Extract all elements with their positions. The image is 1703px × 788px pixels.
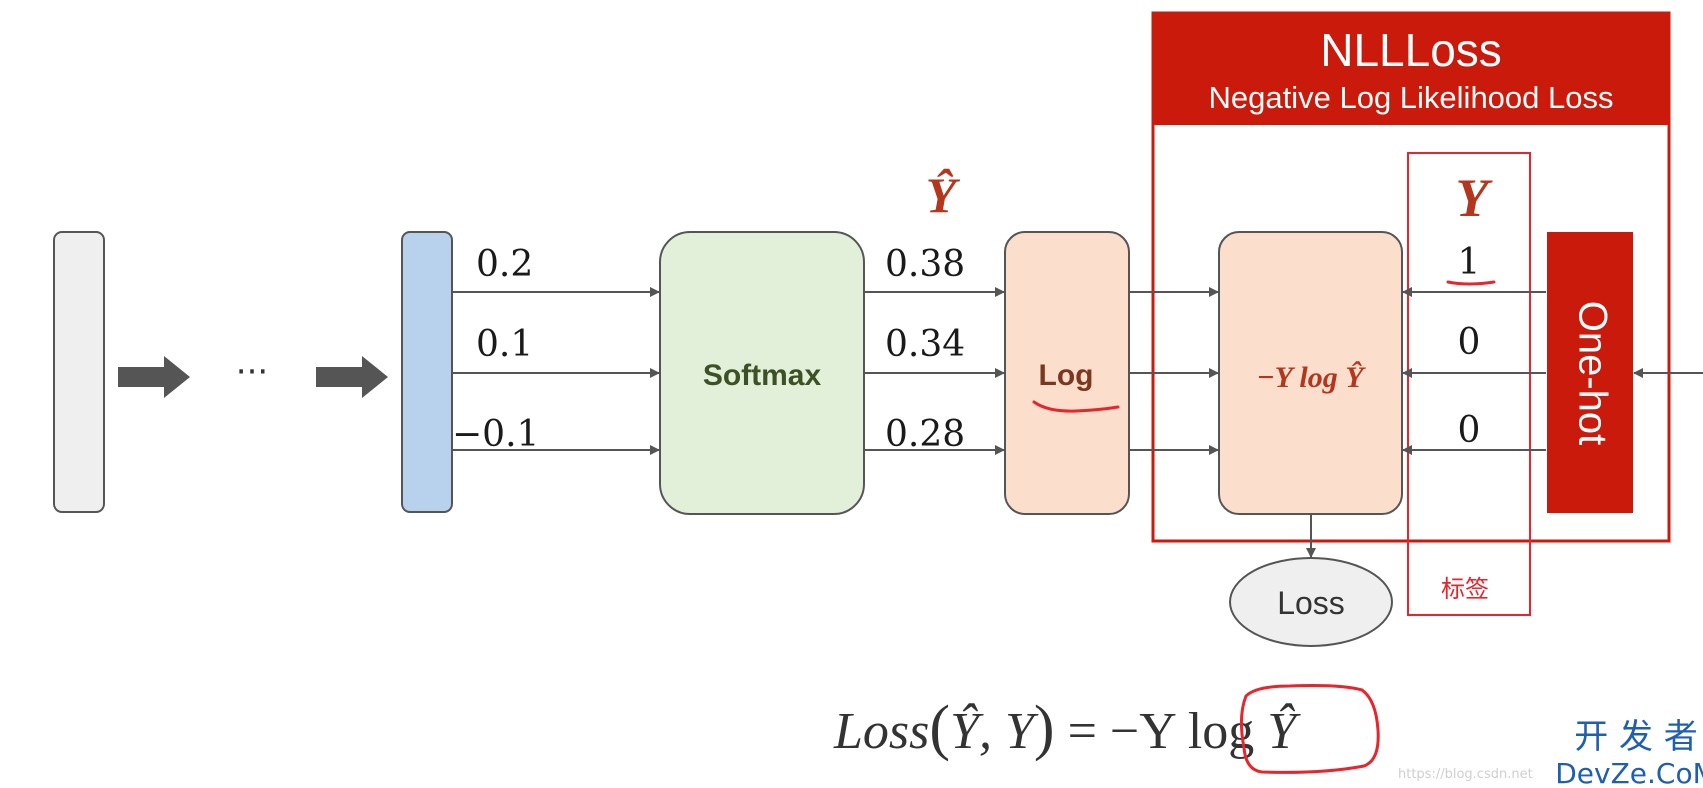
nllloss-title: NLLLoss [1320, 24, 1502, 76]
label-value-2: 0 [1458, 322, 1481, 363]
watermark-cn: 开 发 者 [1574, 717, 1698, 757]
watermark-url: https://blog.csdn.net [1398, 767, 1533, 782]
watermark-en: DevZe.CoM [1555, 757, 1703, 788]
softmax-label: Softmax [703, 359, 822, 392]
formula-log-circle-annotation [1239, 684, 1380, 774]
label-value-1: 1 [1458, 242, 1481, 283]
log-label: Log [1039, 359, 1094, 392]
ellipsis: ··· [236, 352, 268, 392]
onehot-label: One-hot [1570, 301, 1614, 446]
log-underline-annotation [1032, 400, 1120, 413]
prob-value-3: 0.28 [885, 414, 965, 455]
label-underline-annotation [1446, 280, 1496, 286]
tag-label: 标签 [1441, 575, 1489, 603]
logit-value-1: 0.2 [476, 244, 533, 285]
nllloss-header [1153, 13, 1669, 125]
logit-value-2: 0.1 [476, 324, 533, 365]
logit-value-3: −0.1 [452, 414, 539, 455]
loss-label: Loss [1277, 585, 1345, 621]
onehot-box [1547, 232, 1633, 513]
linear-box [401, 231, 453, 513]
y-hat-header: Ŷ [926, 167, 961, 223]
loss-formula: Loss(Ŷ, Y) = −Y log Ŷ [833, 694, 1301, 762]
block-arrow-2 [316, 356, 388, 398]
input-box [53, 231, 105, 513]
label-value-3: 0 [1458, 410, 1481, 451]
prob-value-2: 0.34 [885, 324, 965, 365]
block-arrow-1 [118, 356, 190, 398]
label-highlight-frame [1407, 152, 1531, 616]
nllloss-subtitle: Negative Log Likelihood Loss [1209, 80, 1614, 115]
y-header: Y [1456, 168, 1494, 228]
product-label: −Y log Ŷ [1256, 361, 1366, 394]
loss-ellipse [1229, 557, 1393, 647]
prob-value-1: 0.38 [885, 244, 965, 285]
arrows [452, 287, 1703, 558]
